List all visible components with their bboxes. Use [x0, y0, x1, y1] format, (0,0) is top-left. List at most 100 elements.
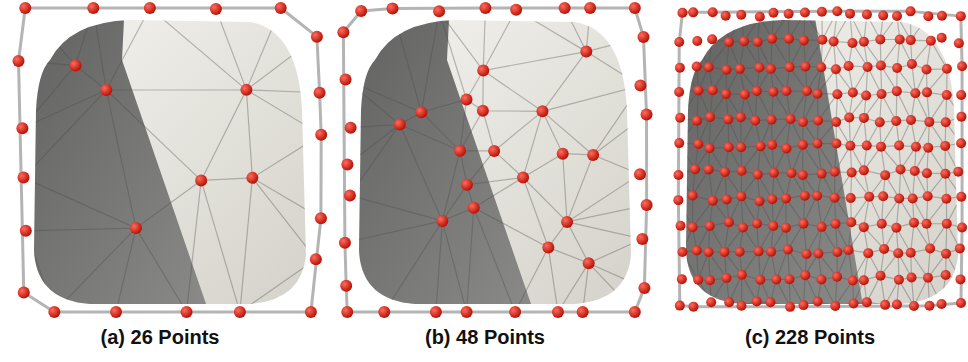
control-point	[956, 138, 966, 148]
control-point	[798, 300, 808, 310]
control-point	[925, 244, 935, 254]
control-point	[736, 191, 746, 201]
control-point	[477, 105, 489, 117]
control-point	[18, 287, 30, 299]
control-point	[879, 244, 889, 254]
control-point	[641, 109, 653, 121]
control-point	[17, 172, 29, 184]
control-point	[785, 302, 795, 312]
control-point	[704, 164, 714, 174]
control-point	[461, 179, 473, 191]
control-point	[859, 37, 869, 47]
control-point	[738, 223, 748, 233]
control-point	[907, 272, 917, 282]
control-point	[315, 129, 327, 141]
control-point	[800, 270, 810, 280]
control-point	[816, 275, 826, 285]
control-point	[875, 117, 885, 127]
control-point	[895, 34, 905, 44]
control-point	[737, 166, 747, 176]
control-point	[876, 60, 886, 70]
control-point	[692, 62, 702, 72]
control-point	[892, 63, 902, 73]
control-point	[798, 170, 808, 180]
control-point	[955, 274, 965, 284]
control-point	[559, 2, 571, 14]
control-point	[771, 274, 781, 284]
control-point	[755, 275, 765, 285]
control-point	[787, 168, 797, 178]
control-point	[862, 140, 872, 150]
control-point	[110, 306, 122, 318]
control-point	[721, 65, 731, 75]
control-point	[708, 85, 718, 95]
control-point	[752, 218, 762, 228]
control-point	[894, 275, 904, 285]
control-point	[924, 117, 934, 127]
mesh-lines	[678, 11, 962, 307]
control-point	[876, 271, 886, 281]
control-point	[922, 65, 932, 75]
control-point	[454, 145, 466, 157]
control-point	[953, 167, 963, 177]
control-point	[634, 80, 646, 92]
control-point	[637, 31, 649, 43]
control-point	[956, 192, 966, 202]
control-point	[692, 36, 702, 46]
mesh-lines	[19, 8, 322, 312]
control-point	[802, 86, 812, 96]
control-point	[923, 273, 933, 283]
control-point	[785, 114, 795, 124]
control-point	[891, 116, 901, 126]
control-point	[892, 86, 902, 96]
control-point	[781, 143, 791, 153]
control-point	[864, 192, 874, 202]
control-point	[386, 2, 398, 14]
control-point	[580, 46, 592, 58]
control-point	[802, 249, 812, 259]
control-point	[765, 297, 775, 307]
panel-caption: (b) 48 Points	[423, 326, 547, 349]
control-point	[692, 116, 702, 126]
control-point	[688, 222, 698, 232]
control-point	[736, 301, 746, 311]
control-point	[674, 138, 684, 148]
control-point	[378, 306, 390, 318]
control-point	[906, 6, 916, 16]
control-point	[536, 105, 548, 117]
control-point	[768, 87, 778, 97]
control-point	[909, 218, 919, 228]
control-point	[799, 35, 809, 45]
control-point	[693, 85, 703, 95]
control-point	[908, 193, 918, 203]
control-point	[693, 275, 703, 285]
panel-caption: (a) 26 Points	[99, 326, 222, 349]
control-point	[911, 142, 921, 152]
control-point	[942, 219, 952, 229]
control-point	[477, 65, 489, 77]
control-point	[863, 62, 873, 72]
control-point	[677, 8, 687, 18]
control-point	[817, 169, 827, 179]
control-point	[891, 223, 901, 233]
control-point	[430, 306, 442, 318]
control-point	[813, 297, 823, 307]
control-point	[892, 299, 902, 309]
control-point	[688, 191, 698, 201]
control-point	[941, 194, 951, 204]
control-point	[940, 141, 950, 151]
control-point	[461, 306, 473, 318]
control-point	[130, 222, 142, 234]
control-point	[831, 139, 841, 149]
control-point	[862, 10, 872, 20]
control-point	[100, 84, 112, 96]
control-point	[784, 34, 794, 44]
control-point	[339, 237, 351, 249]
control-point	[832, 6, 842, 16]
control-point	[831, 117, 841, 127]
control-point	[677, 247, 687, 257]
control-point	[144, 2, 156, 14]
control-point	[739, 36, 749, 46]
control-point	[798, 117, 808, 127]
control-point	[433, 5, 445, 17]
